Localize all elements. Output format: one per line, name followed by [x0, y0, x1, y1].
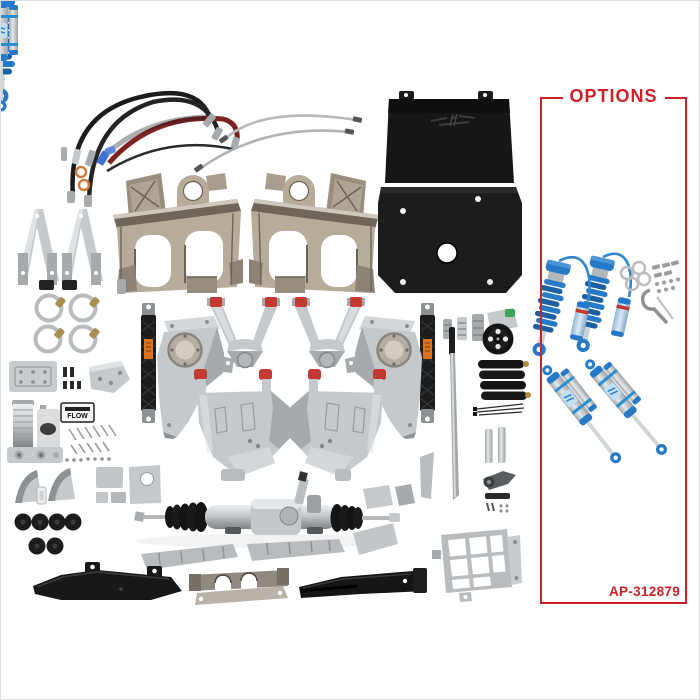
- skid-plate: [378, 91, 522, 293]
- tie-rod: [449, 327, 459, 500]
- frame-rail-right: [299, 568, 427, 598]
- fluid-cooler: [478, 360, 531, 400]
- skidplate-logo: [430, 113, 476, 127]
- frame-gussets: [17, 209, 103, 285]
- o-rings: [74, 165, 91, 192]
- spacer-sleeves: [485, 427, 506, 463]
- corner-gussets: [15, 468, 75, 503]
- grid-bracket: [432, 529, 522, 602]
- bump-stop-tower-left: [113, 173, 243, 293]
- retainer-clip: [36, 486, 47, 505]
- spring-clamp-rings: [619, 260, 652, 292]
- power-steering-reservoir: [7, 400, 63, 463]
- misc-hardware: [651, 260, 680, 293]
- frame-rail-left: [33, 562, 182, 600]
- spanner-wrench: [640, 288, 674, 325]
- limit-strap-left: [141, 303, 156, 423]
- coilover-shock-left: [525, 259, 572, 359]
- crossmember: [189, 568, 289, 605]
- wing-plate-right: [247, 523, 398, 561]
- mount-plate: [9, 361, 57, 392]
- bump-stop-tower-right: [248, 172, 380, 294]
- small-bracket: [63, 361, 130, 393]
- power-steering-pump: [482, 308, 518, 355]
- svg-text:FLOW: FLOW: [67, 413, 88, 420]
- bypass-shock: [1, 1, 18, 112]
- fitting-set: [443, 314, 484, 341]
- lower-control-arm-right: [285, 368, 387, 482]
- hose-clamps: [33, 293, 100, 354]
- coilover-reservoirs: [558, 252, 633, 342]
- wing-plate-left: [141, 544, 238, 570]
- lower-control-arm-left: [194, 369, 294, 481]
- body-mount-pucks: [14, 513, 82, 555]
- bypass-shock-right: [580, 348, 679, 459]
- limit-strap-right: [419, 302, 436, 424]
- bump-pads: [39, 279, 126, 294]
- upper-control-arm-left: [207, 297, 280, 369]
- hardware-kit: [65, 424, 117, 462]
- stainless-brake-lines: [193, 114, 363, 173]
- hose-fittings: [61, 146, 116, 167]
- zip-ties: [473, 403, 525, 416]
- side-plates: [221, 452, 434, 509]
- flow-sticker: FLOW: [60, 402, 95, 423]
- pitman-arm: [483, 471, 516, 513]
- gusset-plate-cluster: [96, 465, 161, 504]
